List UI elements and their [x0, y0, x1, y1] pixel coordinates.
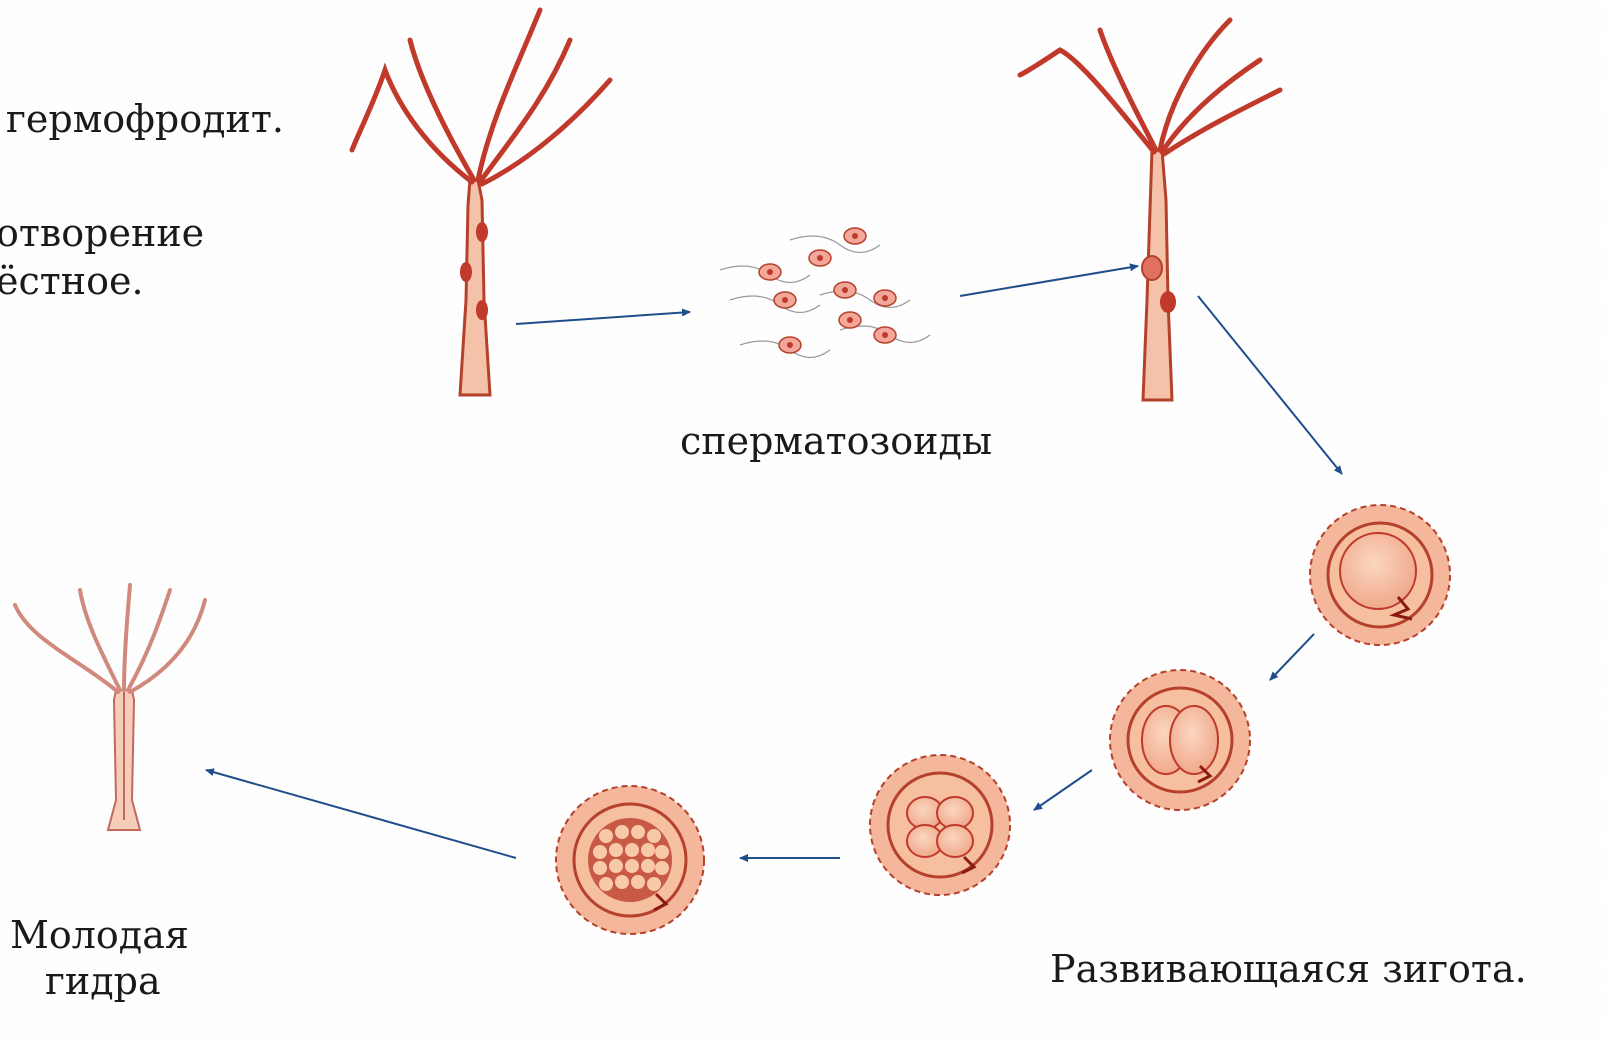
arrow-to-young-hydra	[206, 770, 516, 858]
arrow-to-fertilized	[960, 266, 1138, 296]
label-young-hydra-line2: гидра	[45, 958, 161, 1004]
zygote-stage-4	[556, 786, 704, 934]
sperm-cluster	[720, 228, 930, 358]
label-developing-zygote: Развивающаяся зигота.	[1050, 946, 1527, 992]
arrow-to-stage2	[1270, 634, 1314, 680]
zygote-stage-1	[1310, 505, 1450, 645]
label-hermaphrodite: гермофродит.	[6, 96, 284, 142]
arrow-to-zygote	[1198, 296, 1342, 474]
label-sperm: сперматозоиды	[680, 418, 992, 464]
label-fertilization-line2: ёстное.	[0, 258, 144, 304]
label-fertilization-line1: отворение	[0, 210, 204, 256]
zygote-stage-3	[870, 755, 1010, 895]
arrow-to-stage3	[1034, 770, 1092, 810]
label-young-hydra-line1: Молодая	[10, 912, 189, 958]
young-hydra	[15, 585, 205, 830]
arrow-to-sperm	[516, 312, 690, 324]
hermaphrodite-hydra	[352, 10, 610, 395]
zygote-stage-2	[1110, 670, 1250, 810]
fertilized-hydra	[1020, 20, 1280, 400]
